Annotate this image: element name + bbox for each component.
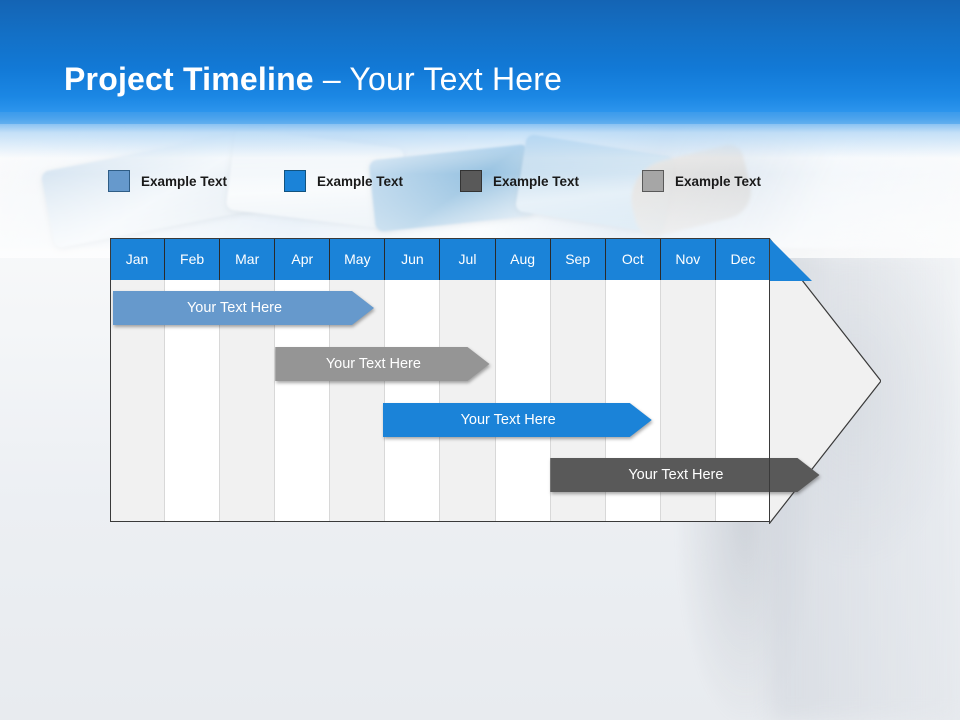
timeline-bar-1[interactable]: Your Text Here	[113, 291, 374, 325]
legend-swatch-icon-3	[460, 170, 482, 192]
timeline-bar-label-2: Your Text Here	[325, 356, 421, 372]
page-title-light: – Your Text Here	[313, 61, 563, 97]
timeline-bar-shape-1	[113, 291, 374, 325]
timeline-bar-shape-4	[550, 458, 819, 492]
month-cell-may[interactable]: May	[330, 238, 386, 280]
grid-column-aug	[495, 280, 551, 522]
grid-column-jul	[440, 280, 496, 522]
page-title: Project Timeline – Your Text Here	[64, 59, 562, 99]
month-cell-sep[interactable]: Sep	[550, 238, 606, 280]
month-cell-jan[interactable]: Jan	[110, 238, 166, 280]
timeline-bar-shape-3	[383, 403, 652, 437]
month-cell-feb[interactable]: Feb	[165, 238, 221, 280]
legend-label-3: Example Text	[493, 173, 580, 189]
timeline-bar-shape-2	[275, 347, 489, 381]
timeline-bar-4[interactable]: Your Text Here	[550, 458, 819, 492]
legend: Example Text Example Text Example Text E…	[108, 166, 828, 198]
legend-swatch-icon-2	[284, 170, 306, 192]
timeline-bar-label-4: Your Text Here	[628, 467, 724, 483]
month-cell-apr[interactable]: Apr	[275, 238, 331, 280]
header-gradient-fade	[0, 112, 960, 158]
legend-label-4: Example Text	[675, 173, 762, 189]
month-cell-jun[interactable]: Jun	[385, 238, 441, 280]
page-title-strong: Project Timeline	[64, 61, 314, 97]
month-cell-dec[interactable]: Dec	[715, 238, 770, 280]
legend-item-4[interactable]: Example Text	[642, 166, 761, 196]
grid-column-jun	[385, 280, 441, 522]
legend-swatch-icon-4	[642, 170, 664, 192]
legend-label-2: Example Text	[317, 173, 404, 189]
timeline-bar-2[interactable]: Your Text Here	[275, 347, 489, 381]
month-cell-nov[interactable]: Nov	[660, 238, 716, 280]
legend-item-2[interactable]: Example Text	[284, 166, 403, 196]
legend-swatch-icon-1	[108, 170, 130, 192]
month-cell-mar[interactable]: Mar	[220, 238, 276, 280]
timeline-bar-label-3: Your Text Here	[460, 412, 556, 428]
legend-item-1[interactable]: Example Text	[108, 166, 227, 196]
month-cell-jul[interactable]: Jul	[440, 238, 496, 280]
legend-label-1: Example Text	[141, 173, 228, 189]
timeline-arrow-head	[769, 238, 881, 524]
header-banner	[0, 0, 960, 124]
month-cell-aug[interactable]: Aug	[495, 238, 551, 280]
legend-item-3[interactable]: Example Text	[460, 166, 579, 196]
month-cell-oct[interactable]: Oct	[605, 238, 661, 280]
timeline-bar-3[interactable]: Your Text Here	[383, 403, 652, 437]
timeline-bar-label-1: Your Text Here	[186, 300, 283, 316]
